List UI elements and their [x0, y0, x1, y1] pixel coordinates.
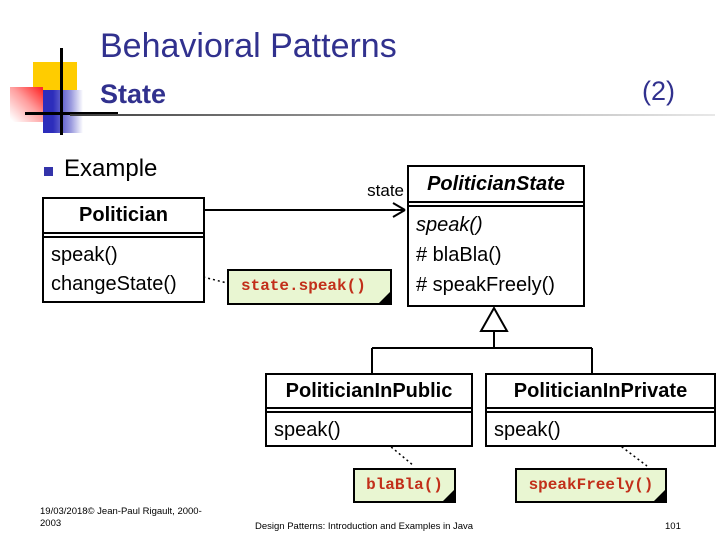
class-name: PoliticianState	[427, 173, 565, 195]
class-method: # speakFreely()	[416, 274, 555, 296]
class-name: PoliticianInPublic	[285, 380, 453, 402]
class-name: Politician	[79, 204, 168, 226]
footer-course-title: Design Patterns: Introduction and Exampl…	[255, 521, 474, 532]
slide-subtitle: State	[100, 79, 167, 109]
class-method: speak()	[274, 419, 341, 441]
slide-part-marker: (2)	[642, 76, 675, 106]
compartment-separator	[409, 201, 583, 207]
logo-red-square	[10, 87, 43, 122]
association-arrowhead	[392, 209, 406, 218]
note-fold-corner-icon	[654, 490, 665, 501]
class-box-politician-state: PoliticianState speak() # blaBla() # spe…	[407, 165, 585, 307]
logo-blue-square	[43, 90, 83, 133]
class-method: speak()	[51, 244, 118, 266]
bullet-label: Example	[64, 155, 158, 182]
class-box-politician: Politician speak() changeState()	[42, 197, 205, 303]
footer-page-number: 101	[665, 521, 681, 532]
class-method: changeState()	[51, 273, 177, 295]
uml-note-speak-freely: speakFreely()	[515, 468, 667, 503]
class-method: speak()	[416, 214, 483, 236]
compartment-separator	[487, 407, 714, 413]
association-role-label: state	[367, 181, 404, 200]
bullet-square-icon	[44, 167, 53, 176]
class-method: speak()	[494, 419, 561, 441]
note-fold-corner-icon	[443, 490, 454, 501]
title-underline-rule	[70, 114, 715, 116]
note-fold-corner-icon	[379, 292, 390, 303]
class-box-politician-in-private: PoliticianInPrivate speak()	[485, 373, 716, 447]
slide-title: Behavioral Patterns	[100, 27, 397, 65]
note-text: speakFreely()	[528, 476, 654, 494]
note-text: blaBla()	[366, 476, 443, 494]
class-method: # blaBla()	[416, 244, 502, 266]
compartment-separator	[44, 232, 203, 238]
association-arrowhead	[392, 202, 406, 211]
uml-note-state-speak: state.speak()	[227, 269, 392, 305]
logo-horizontal-line	[25, 112, 118, 115]
class-name: PoliticianInPrivate	[513, 380, 688, 402]
logo-vertical-line	[60, 48, 63, 135]
compartment-separator	[267, 407, 471, 413]
inheritance-triangle	[479, 305, 509, 332]
footer-copyright: 19/03/2018© Jean-Paul Rigault, 2000-2003	[40, 506, 202, 529]
note-text: state.speak()	[241, 277, 366, 295]
class-box-politician-in-public: PoliticianInPublic speak()	[265, 373, 473, 447]
uml-note-bla-bla: blaBla()	[353, 468, 456, 503]
